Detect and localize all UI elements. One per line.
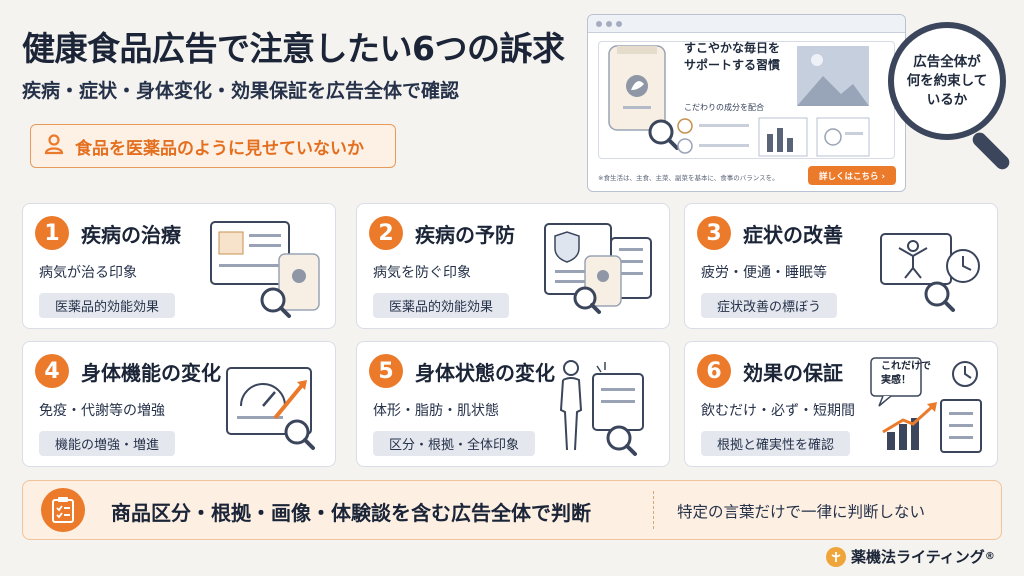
card-tag: 医薬品的効能効果 xyxy=(39,293,176,318)
brand-registered-mark: ® xyxy=(984,551,995,562)
banner-divider xyxy=(653,491,654,529)
card-description: 病気を防ぐ印象 xyxy=(373,265,471,281)
key-question-text: 食品を医薬品のように見せていないか xyxy=(75,138,364,159)
card-number: 1 xyxy=(35,216,69,250)
clipboard-checklist-icon xyxy=(41,488,85,532)
key-question-box: 食品を医薬品のように見せていないか xyxy=(30,124,396,168)
card-title: 疾病の予防 xyxy=(415,223,515,247)
person-clock-icon xyxy=(880,233,980,312)
speech-bubble-line2: 実感！ xyxy=(881,375,911,386)
card-title: 症状の改善 xyxy=(743,223,843,247)
card-title: 身体機能の変化 xyxy=(81,361,221,385)
card-tag: 症状改善の標ぼう xyxy=(701,293,838,318)
card-number: 2 xyxy=(369,216,403,250)
card-title: 効果の保証 xyxy=(743,361,843,385)
page-title: 健康食品広告で注意したい6つの訴求 xyxy=(22,29,565,68)
mock-ad-illustration xyxy=(608,45,870,157)
gauge-up-arrow-icon xyxy=(226,367,315,450)
appeal-card-6: 6 効果の保証 飲むだけ・必ず・短期間 根拠と確実性を確認 これだけで 実感！ xyxy=(684,341,998,467)
magnifier-text: 広告全体が 何を約束して いるか xyxy=(907,53,988,110)
page-subtitle: 疾病・症状・身体変化・効果保証を広告全体で確認 xyxy=(22,80,460,102)
magnifier-handle xyxy=(969,129,1013,173)
card-title: 疾病の治療 xyxy=(81,223,181,247)
appeal-card-2: 2 疾病の予防 病気を防ぐ印象 医薬品的効能効果 xyxy=(356,203,670,329)
mock-ad-headline-line2: サポートする習慣 xyxy=(684,58,781,72)
card-number: 4 xyxy=(35,354,69,388)
mock-ad-footnote: ※食生活は、主食、主菜、副菜を基本に、食事のバランスを。 xyxy=(598,174,779,182)
card-title: 身体状態の変化 xyxy=(415,361,555,385)
conclusion-sub-text: 特定の言葉だけで一律に判断しない xyxy=(677,503,926,521)
brand-logo: 薬機法ライティング ® xyxy=(826,546,995,567)
shield-checklist-icon xyxy=(544,223,652,314)
appeal-card-3: 3 症状の改善 疲労・便通・睡眠等 症状改善の標ぼう xyxy=(684,203,998,329)
card-tag: 機能の増強・増進 xyxy=(39,431,176,456)
card-tag: 区分・根拠・全体印象 xyxy=(373,431,536,456)
conclusion-banner: 商品区分・根拠・画像・体験談を含む広告全体で判断 特定の言葉だけで一律に判断しな… xyxy=(22,480,1002,540)
card-description: 疲労・便通・睡眠等 xyxy=(701,265,827,281)
card-number: 3 xyxy=(697,216,731,250)
appeal-card-1: 1 疾病の治療 病気が治る印象 医薬品的効能効果 xyxy=(22,203,336,329)
card-description: 体形・脂肪・肌状態 xyxy=(373,403,499,419)
brand-mark-icon xyxy=(826,546,846,567)
speech-bubble-text: これだけで 実感！ xyxy=(881,360,931,388)
mock-ad-headline-line1: すこやかな毎日を xyxy=(684,41,781,55)
card-description: 病気が治る印象 xyxy=(39,265,137,281)
document-supplement-icon xyxy=(210,221,320,318)
growth-chart-clock-icon xyxy=(870,357,982,453)
magnifier-line2: 何を約束して xyxy=(906,72,988,89)
card-tag: 根拠と確実性を確認 xyxy=(701,431,851,456)
mock-ad-cta-button[interactable]: 詳しくはこちら › xyxy=(808,166,896,185)
brand-name: 薬機法ライティング xyxy=(851,548,985,566)
appeal-card-4: 4 身体機能の変化 免疫・代謝等の増強 機能の増強・増進 xyxy=(22,341,336,467)
card-number: 5 xyxy=(369,354,403,388)
magnifier-lens: 広告全体が 何を約束して いるか xyxy=(888,22,1006,140)
body-silhouette-icon xyxy=(559,360,644,456)
card-description: 飲むだけ・必ず・短期間 xyxy=(701,403,855,419)
magnifier-line3: いるか xyxy=(926,91,968,108)
magnifier-line1: 広告全体が xyxy=(913,53,981,70)
appeal-card-5: 5 身体状態の変化 体形・脂肪・肌状態 区分・根拠・全体印象 xyxy=(356,341,670,467)
card-tag: 医薬品的効能効果 xyxy=(373,293,510,318)
mock-browser-bar xyxy=(588,15,905,33)
speech-bubble-line1: これだけで xyxy=(881,361,931,372)
card-number: 6 xyxy=(697,354,731,388)
card-description: 免疫・代謝等の増強 xyxy=(39,403,165,419)
mock-ad-ingredient-text: こだわりの成分を配合 xyxy=(684,103,764,112)
person-icon xyxy=(43,133,65,159)
conclusion-main-text: 商品区分・根拠・画像・体験談を含む広告全体で判断 xyxy=(111,501,591,525)
